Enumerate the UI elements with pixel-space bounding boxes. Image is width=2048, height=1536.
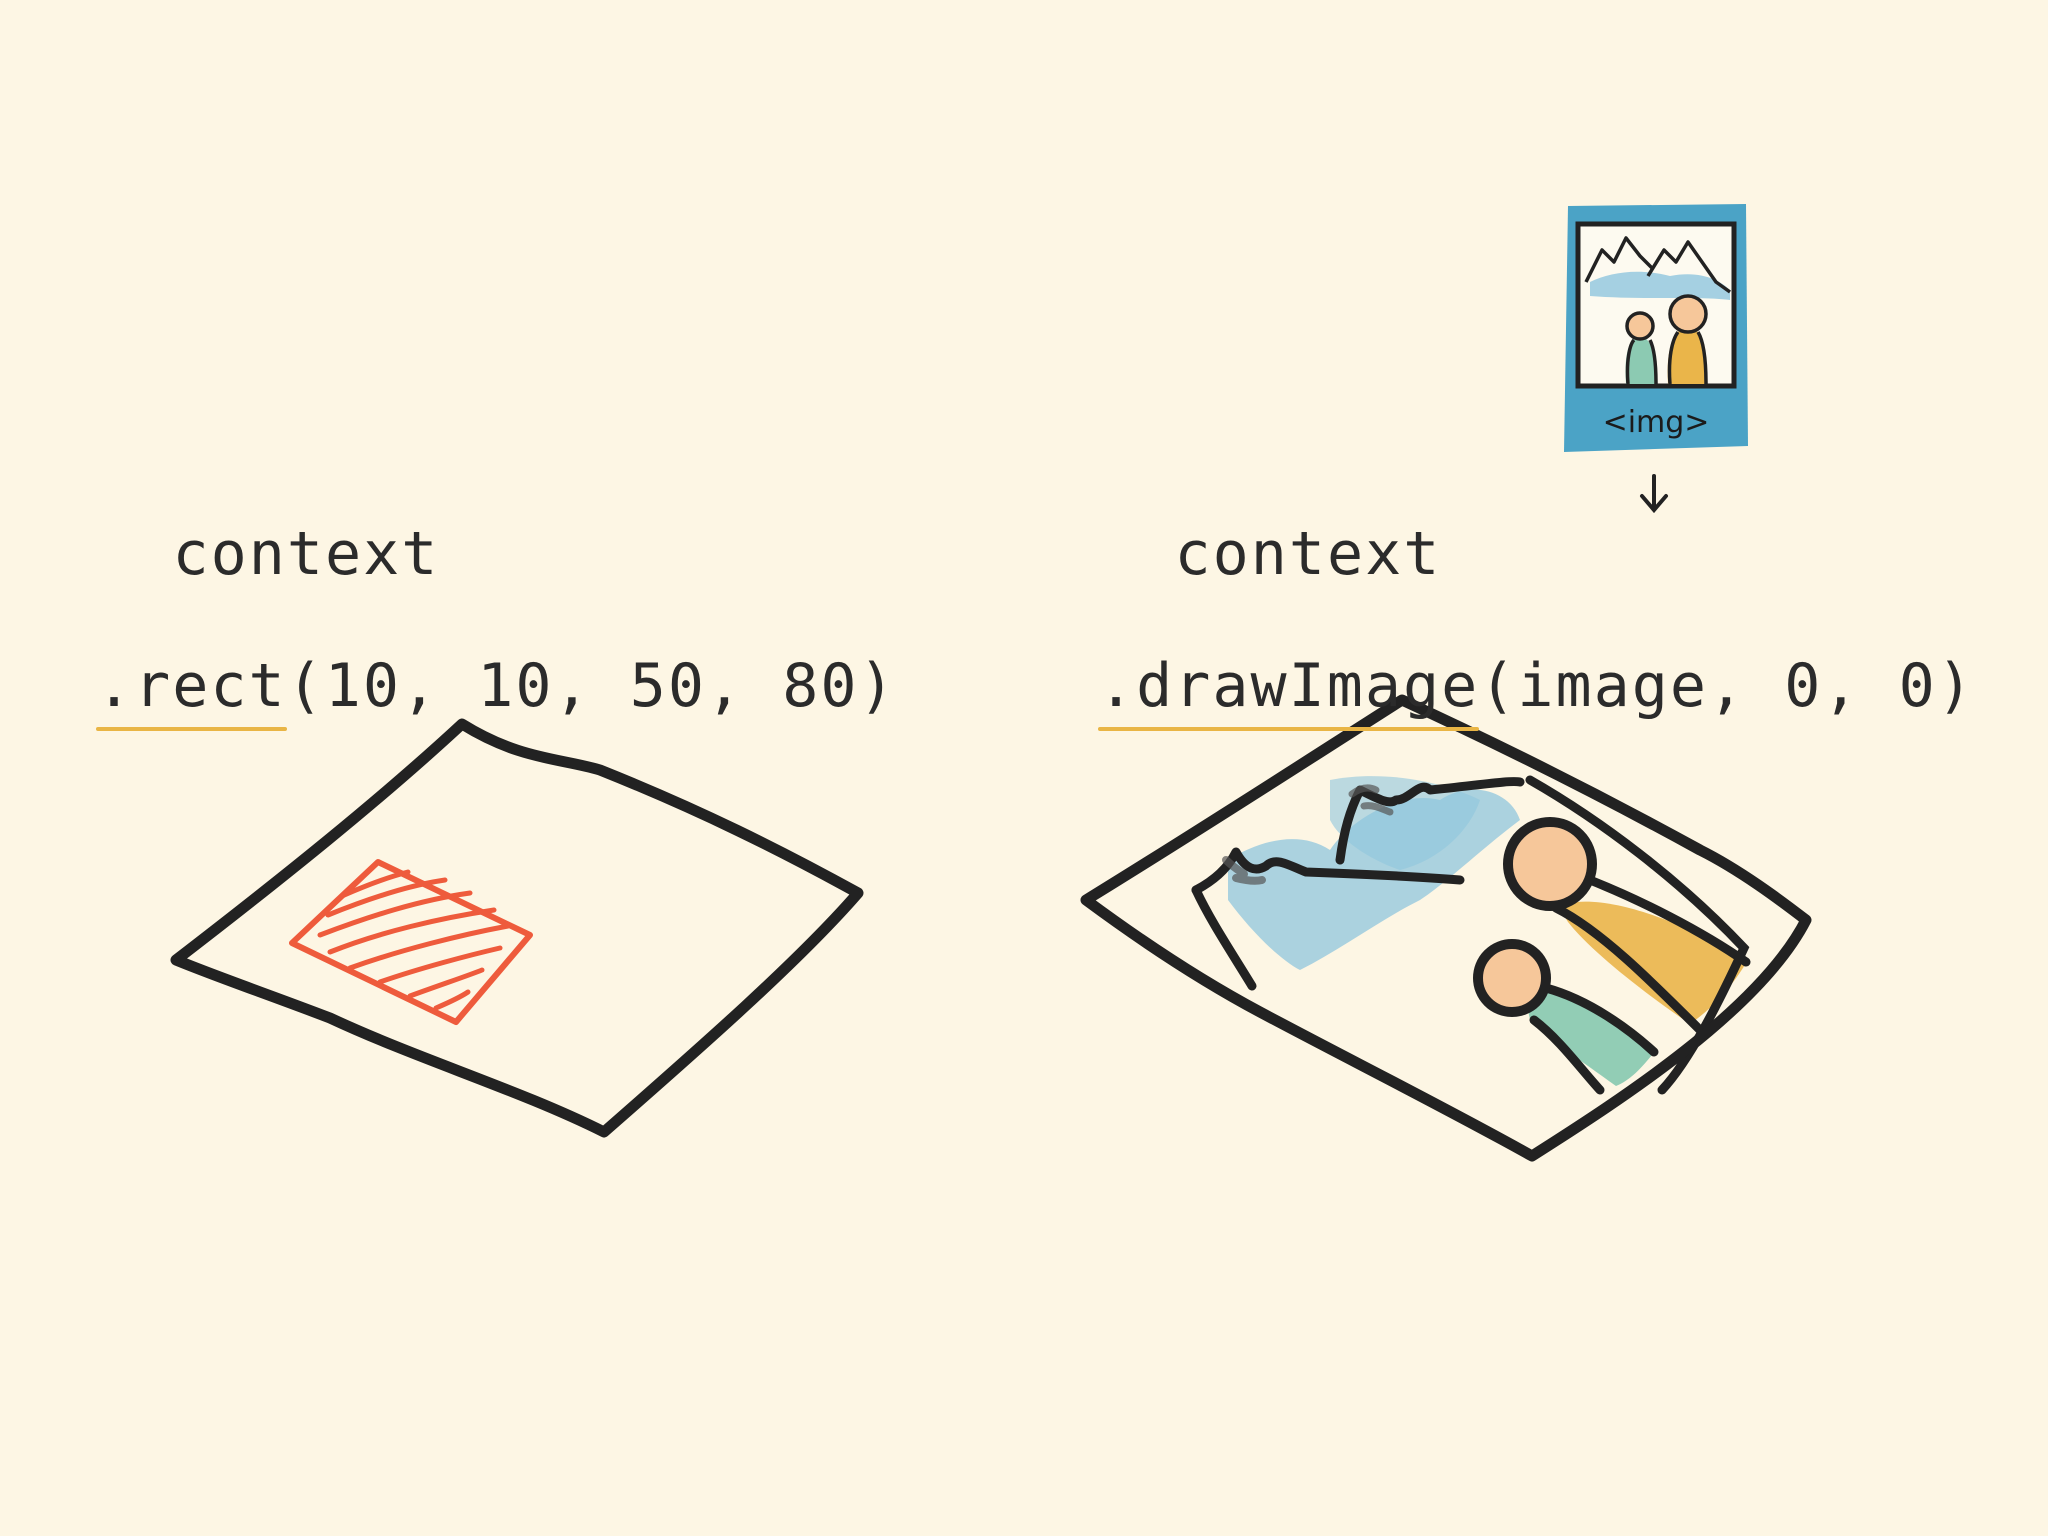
image-card-icon: <img> bbox=[1564, 204, 1748, 452]
code-snippet-drawimage: context .drawImage(image, 0, 0) bbox=[1022, 455, 1975, 851]
right-canvas-sheet bbox=[1080, 694, 1812, 1162]
down-arrow-icon bbox=[1640, 474, 1668, 514]
image-card-label: <img> bbox=[1603, 405, 1710, 440]
context-label-right: context bbox=[1174, 519, 1442, 589]
method-rect: .rect bbox=[96, 651, 287, 721]
rect-shape bbox=[289, 859, 533, 1025]
left-canvas-sheet bbox=[170, 718, 864, 1138]
method-drawimage: .drawImage bbox=[1098, 651, 1480, 721]
context-label-left: context bbox=[172, 519, 440, 589]
args-rect: (10, 10, 50, 80) bbox=[286, 651, 897, 721]
args-drawimage: (image, 0, 0) bbox=[1479, 651, 1975, 721]
code-snippet-rect: context .rect(10, 10, 50, 80) bbox=[20, 455, 897, 851]
